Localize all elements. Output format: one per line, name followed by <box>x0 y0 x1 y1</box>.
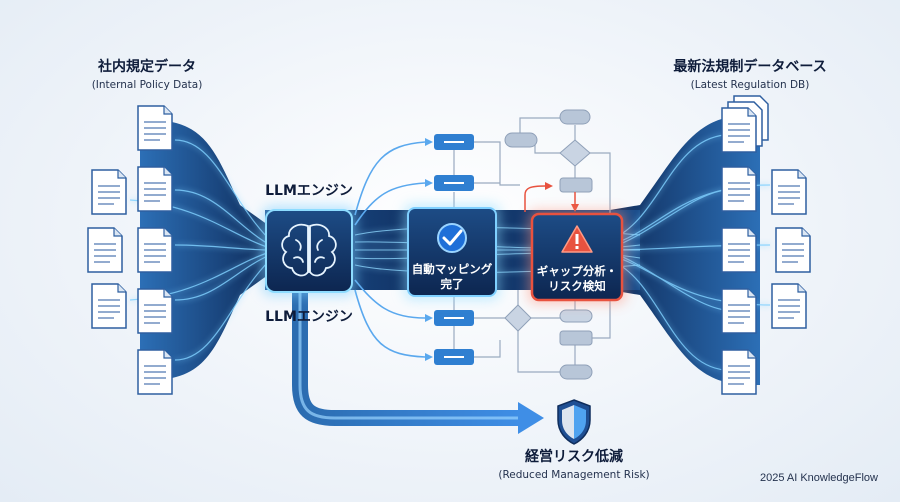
document-icon <box>91 283 127 329</box>
risk-reduction-arrow <box>292 290 544 434</box>
mapping-card-line1: 自動マッピング <box>411 262 493 276</box>
left-source-subtitle: (Internal Policy Data) <box>91 79 203 91</box>
engine-label-top: LLMエンジン <box>265 183 353 199</box>
gap-analysis-card <box>528 210 626 304</box>
flow-node <box>559 309 593 323</box>
branch-arrowheads <box>425 138 433 361</box>
flow-node <box>504 132 538 148</box>
flow-node <box>559 109 591 125</box>
flow-node <box>559 330 593 346</box>
document-icon <box>87 227 123 273</box>
gap-card-line2: リスク検知 <box>548 279 606 293</box>
mini-flowchart-bottom <box>434 290 611 380</box>
document-icon <box>721 166 757 212</box>
shield-icon <box>557 399 591 445</box>
gap-card-line1: ギャップ分析・ <box>536 264 618 278</box>
document-icon <box>721 227 757 273</box>
outcome-title: 経営リスク低減 <box>525 449 623 465</box>
flow-decision <box>504 304 532 332</box>
flow-node <box>559 177 593 193</box>
document-stack <box>721 95 769 153</box>
outcome-subtitle: (Reduced Management Risk) <box>498 469 650 481</box>
left-documents <box>87 105 173 395</box>
outcome-label: 経営リスク低減 (Reduced Management Risk) <box>484 446 664 481</box>
brain-icon <box>281 223 337 277</box>
document-icon <box>137 349 173 395</box>
right-source-subtitle: (Latest Regulation DB) <box>690 79 810 91</box>
document-icon <box>771 169 807 215</box>
document-icon <box>137 166 173 212</box>
document-icon <box>721 107 757 153</box>
checkmark-icon <box>437 223 467 253</box>
flow-decision <box>559 139 591 167</box>
document-icon <box>721 288 757 334</box>
document-icon <box>137 288 173 334</box>
engine-label-bottom: LLMエンジン <box>265 309 353 325</box>
document-icon <box>775 227 811 273</box>
left-source-label: 社内規定データ (Internal Policy Data) <box>62 56 232 91</box>
left-source-title: 社内規定データ <box>98 59 196 75</box>
engine-branch-arrows <box>354 141 426 358</box>
document-icon <box>137 227 173 273</box>
document-icon <box>137 105 173 151</box>
flow-node <box>559 364 593 380</box>
mapping-card-line2: 完了 <box>440 277 464 291</box>
mini-flowchart-top <box>434 109 611 235</box>
document-icon <box>721 349 757 395</box>
document-icon <box>91 169 127 215</box>
right-source-title: 最新法規制データベース <box>673 59 827 75</box>
warning-icon <box>561 225 593 253</box>
right-documents <box>721 95 811 395</box>
mapping-card-text: 自動マッピング 完了 <box>408 262 496 292</box>
document-icon <box>771 283 807 329</box>
right-source-label: 最新法規制データベース (Latest Regulation DB) <box>650 56 850 91</box>
gap-card-text: ギャップ分析・ リスク検知 <box>532 264 622 294</box>
footer-credit: 2025 AI KnowledgeFlow <box>759 472 878 484</box>
